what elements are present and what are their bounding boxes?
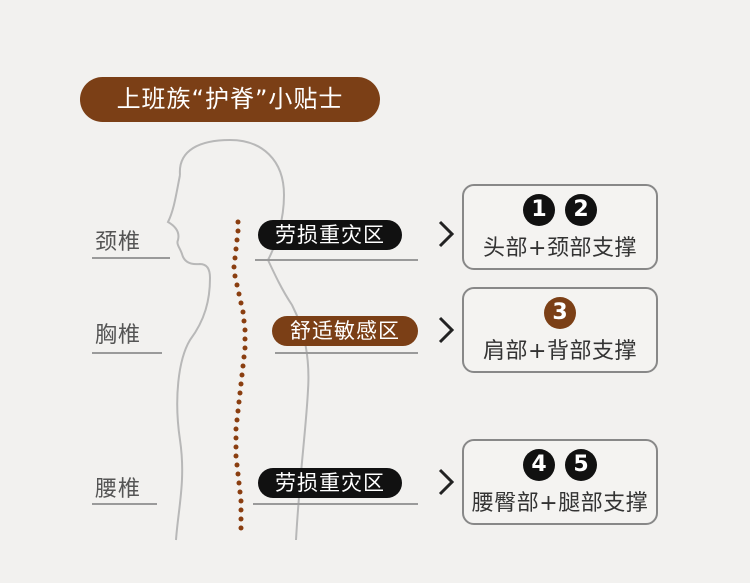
number-badge: 3 <box>544 297 576 329</box>
number-badge: 4 <box>523 449 555 481</box>
region-label-lumbar: 腰椎 <box>95 471 141 503</box>
region-label-cervical: 颈椎 <box>95 224 141 256</box>
zone-divider <box>275 352 418 354</box>
region-divider <box>92 503 157 505</box>
number-badge: 5 <box>565 449 597 481</box>
support-text: 头部+颈部支撑 <box>464 230 656 262</box>
zone-pill-waist: 劳损重灾区 <box>258 468 402 498</box>
region-divider <box>92 257 170 259</box>
chevron-right-icon <box>436 466 456 498</box>
support-card-waist-leg: 4 5 腰臀部+腿部支撑 <box>462 439 658 525</box>
zone-pill-back: 舒适敏感区 <box>272 316 418 346</box>
support-text: 肩部+背部支撑 <box>464 333 656 365</box>
support-text: 腰臀部+腿部支撑 <box>464 485 656 517</box>
spine-dots <box>232 220 248 531</box>
zone-divider <box>253 503 418 505</box>
badge-group: 4 5 <box>464 449 656 481</box>
region-divider <box>92 352 162 354</box>
support-card-head-neck: 1 2 头部+颈部支撑 <box>462 184 658 270</box>
badge-group: 1 2 <box>464 194 656 226</box>
support-card-shoulder-back: 3 肩部+背部支撑 <box>462 287 658 373</box>
number-badge: 1 <box>523 194 555 226</box>
zone-pill-neck: 劳损重灾区 <box>258 220 402 250</box>
zone-divider <box>255 259 418 261</box>
number-badge: 2 <box>565 194 597 226</box>
badge-group: 3 <box>464 297 656 329</box>
chevron-right-icon <box>436 218 456 250</box>
chevron-right-icon <box>436 314 456 346</box>
region-label-thoracic: 胸椎 <box>95 317 141 349</box>
